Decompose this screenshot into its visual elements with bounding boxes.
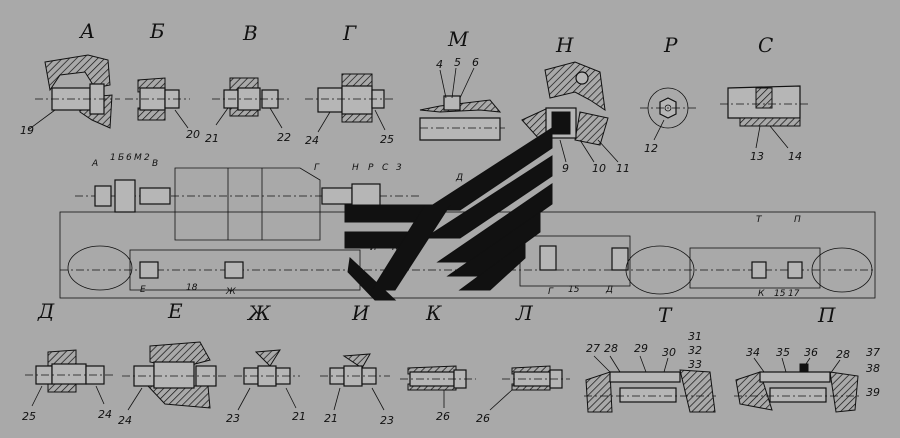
callout-32: 32 (688, 344, 702, 357)
view-letter-a: А (78, 19, 95, 43)
callout-26-left: 26 (436, 410, 450, 423)
mark-3: 3 (396, 163, 402, 173)
view-letter-m: М (447, 27, 469, 51)
callout-38: 38 (866, 362, 880, 375)
callout-12: 12 (644, 142, 658, 155)
callout-35: 35 (776, 346, 790, 359)
view-letter-g: Г (342, 21, 357, 45)
callout-33: 33 (688, 358, 702, 371)
callout-5: 5 (454, 56, 461, 69)
callout-19: 19 (20, 124, 34, 137)
callout-21-bottom-right: 21 (324, 412, 338, 425)
callout-25-bottom: 25 (22, 410, 36, 423)
callout-26-right: 26 (476, 412, 490, 425)
mark-d: Д (455, 173, 463, 183)
mark-zh: Ж (225, 287, 236, 297)
callout-28-t: 28 (604, 342, 618, 355)
callout-24-bottom-e: 24 (118, 414, 132, 427)
view-letter-l: Л (515, 301, 534, 325)
view-r: Р 12 (640, 33, 696, 155)
view-e: 24 (118, 341, 228, 427)
view-letter-d: Д (37, 299, 55, 323)
mark-m: М (134, 153, 142, 163)
callout-24-bottom: 24 (98, 408, 112, 421)
mark-15: 15 (568, 285, 580, 295)
mark-b: Б (118, 153, 124, 163)
callout-36: 36 (804, 346, 818, 359)
callout-10: 10 (592, 162, 606, 175)
mark-n: Н (352, 163, 359, 173)
callout-28-pe: 28 (836, 348, 850, 361)
callout-21-bottom-left: 21 (292, 410, 306, 423)
view-letter-n: Н (555, 33, 574, 57)
mark-k2: К (758, 289, 765, 299)
view-v: В 21 22 (205, 21, 291, 145)
view-letter-v: В (242, 21, 258, 45)
mark-15b: 15 (774, 289, 786, 299)
callout-24-top: 24 (305, 134, 319, 147)
view-letter-pe: П (817, 303, 836, 327)
mark-v: В (152, 159, 158, 169)
view-s: С 13 14 (720, 33, 810, 163)
stylized-stripes-logo (344, 127, 553, 301)
mark-p: П (794, 215, 801, 225)
callout-30: 30 (662, 346, 676, 359)
callout-9: 9 (562, 162, 569, 175)
mark-2: 2 (144, 153, 150, 163)
mark-g2: Г (548, 287, 554, 297)
mark-17: 17 (788, 289, 800, 299)
view-letter-zh: Ж (246, 301, 271, 325)
mark-e: Е (140, 285, 146, 295)
view-m: М 4 5 6 (419, 27, 505, 141)
assembly-upper-shaft: А 1 Б 6 М 2 В Г Н Р С 3 Д (75, 153, 463, 241)
view-letter-i: И (351, 301, 370, 325)
view-a: А 19 (20, 19, 120, 137)
view-i: 21 23 (320, 353, 394, 427)
callout-23-right: 23 (380, 414, 394, 427)
view-t: 27 28 29 30 31 32 33 (584, 330, 716, 413)
view-letter-r: Р (663, 33, 678, 57)
callout-31: 31 (688, 330, 702, 343)
mark-1: 1 (110, 153, 116, 163)
view-letter-t: Т (658, 303, 673, 327)
callout-13: 13 (750, 150, 764, 163)
callout-27: 27 (586, 342, 600, 355)
mark-6: 6 (126, 153, 132, 163)
callout-21-top: 21 (205, 132, 219, 145)
callout-6: 6 (472, 56, 479, 69)
callout-4: 4 (436, 58, 443, 71)
view-zh: 23 21 (226, 349, 306, 425)
view-k: 26 (400, 365, 476, 423)
callout-29: 29 (634, 342, 648, 355)
view-letter-b: Б (149, 19, 165, 43)
view-l: 26 (476, 365, 570, 425)
callout-39: 39 (866, 386, 880, 399)
mark-c: С (382, 163, 389, 173)
view-letter-s: С (758, 33, 773, 57)
callout-37: 37 (866, 346, 880, 359)
mark-t: Т (756, 215, 763, 225)
view-letter-e: Е (167, 299, 183, 323)
mark-r: Р (368, 163, 374, 173)
callout-20: 20 (186, 128, 200, 141)
callout-34: 34 (746, 346, 760, 359)
view-g: Г 24 25 (305, 21, 395, 147)
view-d: 25 24 (22, 349, 115, 423)
mark-d2: Д (605, 285, 613, 295)
view-letter-k: К (425, 301, 442, 325)
bottom-view-letters: Д Е Ж И К Л Т П (37, 299, 836, 327)
callout-23-left: 23 (226, 412, 240, 425)
assembly-frame: Е 18 Ж И К Л Г 15 Д Т П К 15 17 (59, 211, 876, 299)
mark-18: 18 (186, 283, 198, 293)
mark-a: А (91, 159, 98, 169)
callout-14: 14 (788, 150, 802, 163)
view-b: Б 20 (125, 19, 200, 141)
callout-22: 22 (277, 131, 291, 144)
callout-25-top: 25 (380, 133, 394, 146)
view-pe: 34 35 36 28 37 38 39 (734, 346, 880, 413)
callout-11: 11 (616, 162, 630, 175)
mark-g: Г (314, 163, 320, 173)
